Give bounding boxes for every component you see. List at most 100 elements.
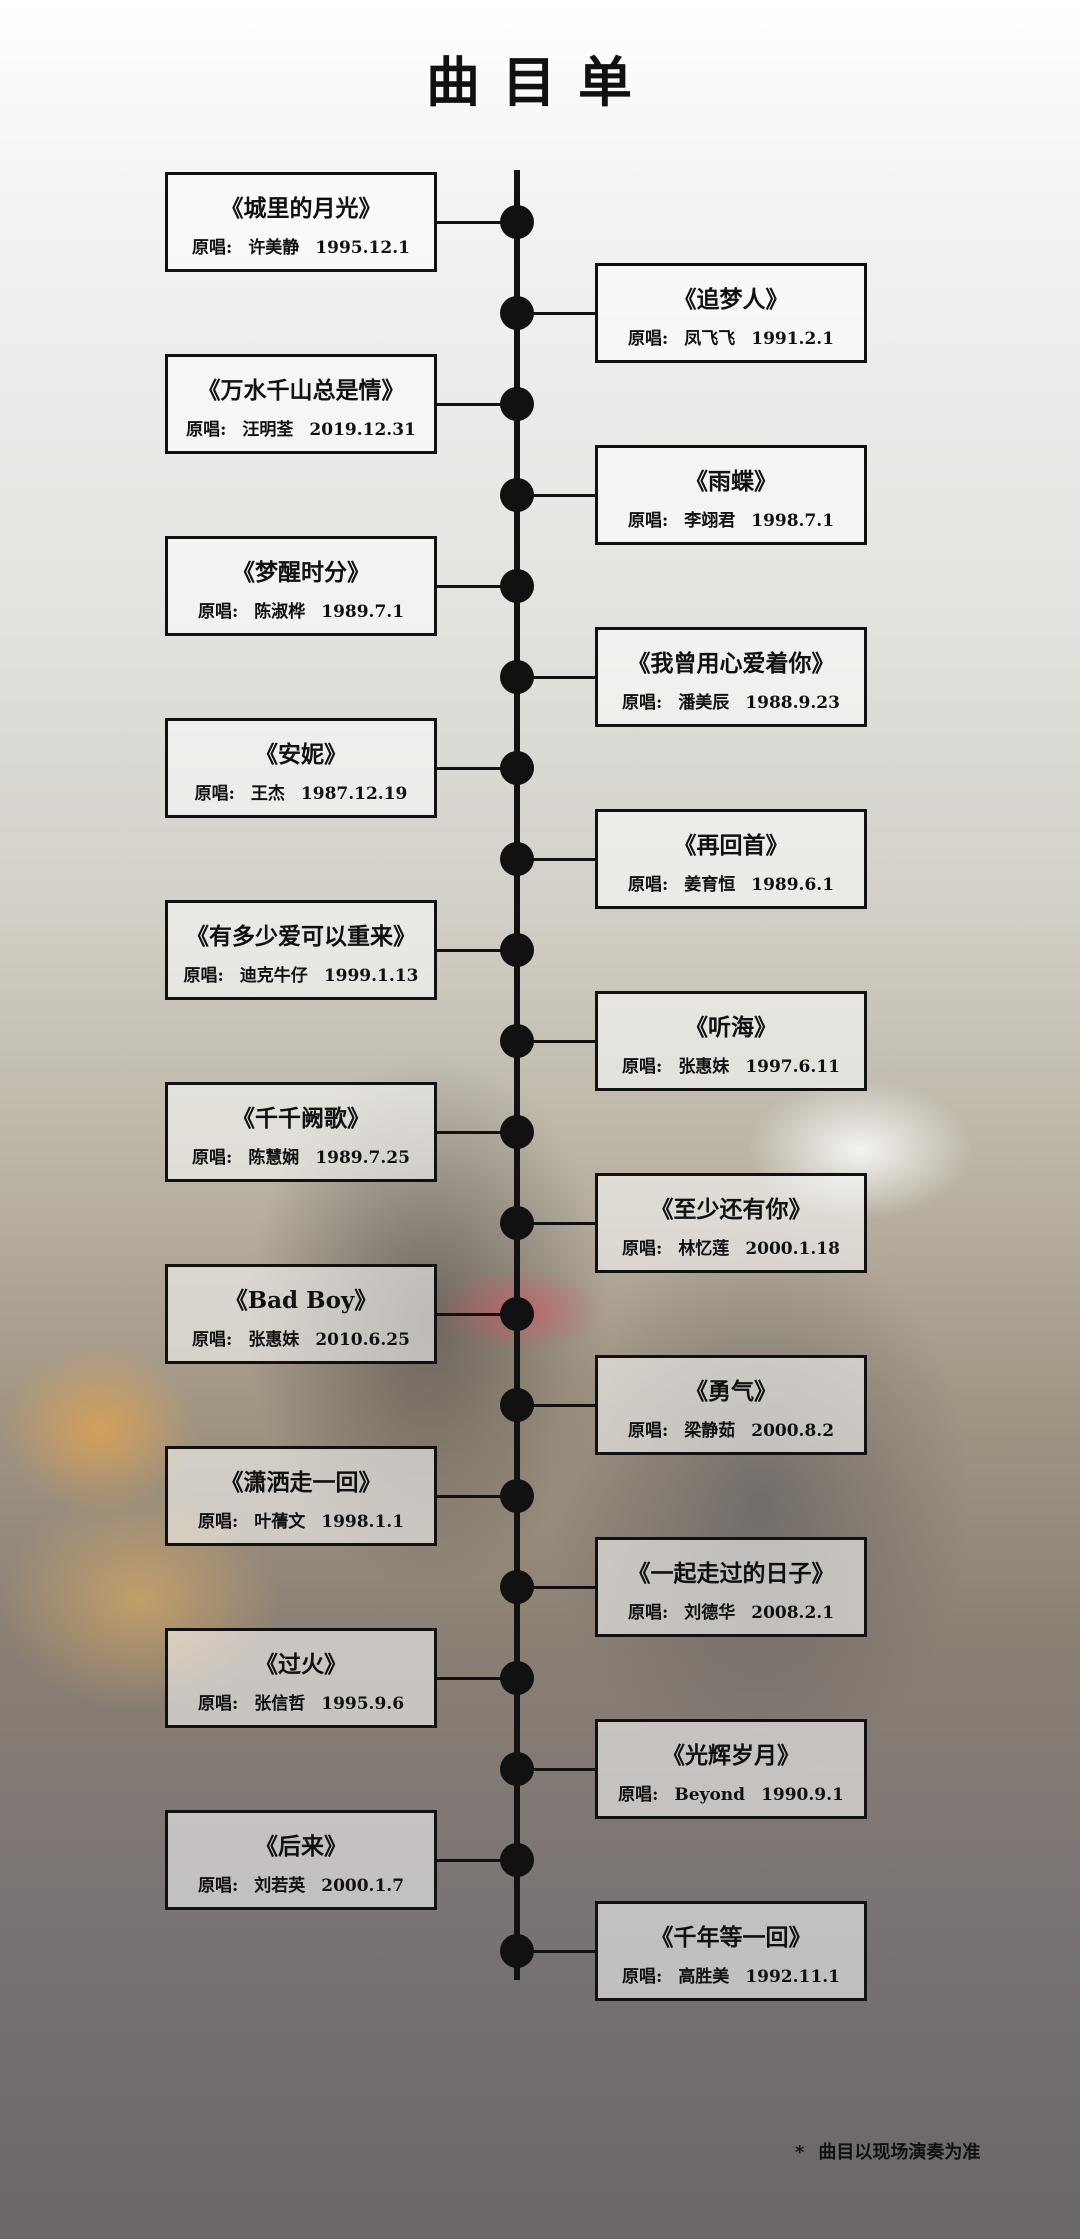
release-date: 1998.1.1: [321, 1512, 405, 1532]
original-singer-label: 原唱:: [627, 875, 669, 895]
footnote-mark: *: [795, 2142, 805, 2163]
song-title: 《潇洒走一回》: [220, 1469, 382, 1496]
footnote: * 曲目以现场演奏为准: [795, 2138, 980, 2164]
release-date: 2008.2.1: [751, 1603, 835, 1623]
original-singer-label: 原唱:: [622, 693, 663, 713]
timeline-connector: [517, 1768, 595, 1771]
original-singer-label: 原唱:: [183, 966, 224, 986]
timeline-connector: [517, 1950, 595, 1953]
song-title: 《再回首》: [673, 832, 789, 859]
song-card: 《追梦人》原唱: 凤飞飞 1991.2.1: [595, 263, 867, 363]
original-singer-label: 原唱:: [192, 1148, 233, 1168]
song-card: 《光辉岁月》原唱: Beyond 1990.9.1: [595, 1719, 867, 1819]
release-date: 2019.12.31: [309, 420, 416, 440]
original-singer: 高胜美: [678, 1967, 730, 1987]
original-singer: 梁静茹: [684, 1421, 736, 1441]
song-title: 《听海》: [685, 1014, 777, 1041]
song-info: 原唱: Beyond 1990.9.1: [598, 1780, 864, 1805]
original-singer: 刘德华: [684, 1603, 736, 1623]
timeline-connector: [517, 858, 595, 861]
timeline-connector: [437, 585, 517, 588]
original-singer-label: 原唱:: [197, 1512, 239, 1532]
original-singer-label: 原唱:: [192, 1330, 233, 1350]
original-singer-label: 原唱:: [618, 1785, 659, 1805]
release-date: 1989.7.25: [315, 1148, 410, 1168]
original-singer: 许美静: [248, 238, 300, 258]
song-title: 《过火》: [255, 1651, 347, 1678]
timeline-spine: [514, 170, 520, 1980]
song-title: 《我曾用心爱着你》: [627, 650, 835, 677]
original-singer: 凤飞飞: [684, 329, 736, 349]
song-info: 原唱: 陈慧娴 1989.7.25: [168, 1143, 434, 1168]
original-singer-label: 原唱:: [622, 1239, 663, 1259]
song-card: 《千千阙歌》原唱: 陈慧娴 1989.7.25: [165, 1082, 437, 1182]
release-date: 1990.9.1: [761, 1785, 844, 1805]
original-singer: 林忆莲: [678, 1239, 730, 1259]
song-title: 《千千阙歌》: [232, 1105, 370, 1132]
song-info: 原唱: 张惠妹 2010.6.25: [168, 1325, 434, 1350]
timeline-connector: [517, 1404, 595, 1407]
original-singer-label: 原唱:: [627, 329, 669, 349]
timeline-connector: [437, 1677, 517, 1680]
original-singer: 汪明荃: [242, 420, 294, 440]
original-singer: 陈慧娴: [248, 1148, 300, 1168]
release-date: 1995.12.1: [315, 238, 410, 258]
release-date: 1995.9.6: [321, 1694, 405, 1714]
timeline-connector: [437, 221, 517, 224]
song-title: 《追梦人》: [673, 286, 789, 313]
song-title: 《万水千山总是情》: [197, 377, 405, 404]
original-singer: 陈淑桦: [254, 602, 306, 622]
release-date: 1989.6.1: [751, 875, 835, 895]
song-title: 《光辉岁月》: [662, 1742, 800, 1769]
song-title: 《一起走过的日子》: [627, 1560, 835, 1587]
timeline-connector: [437, 1313, 517, 1316]
song-title: 《梦醒时分》: [232, 559, 370, 586]
original-singer-label: 原唱:: [197, 1694, 239, 1714]
song-title: 《安妮》: [255, 741, 347, 768]
original-singer: 张惠妹: [248, 1330, 300, 1350]
timeline-connector: [517, 312, 595, 315]
timeline-connector: [437, 1131, 517, 1134]
original-singer-label: 原唱:: [627, 1603, 669, 1623]
release-date: 1991.2.1: [751, 329, 835, 349]
timeline-connector: [437, 1859, 517, 1862]
timeline-connector: [437, 949, 517, 952]
footnote-text: 曲目以现场演奏为准: [818, 2142, 981, 2163]
release-date: 2010.6.25: [315, 1330, 410, 1350]
timeline-connector: [517, 1586, 595, 1589]
timeline-connector: [517, 676, 595, 679]
song-card: 《一起走过的日子》原唱: 刘德华 2008.2.1: [595, 1537, 867, 1637]
timeline-connector: [437, 767, 517, 770]
original-singer: 张惠妹: [678, 1057, 730, 1077]
original-singer: 迪克牛仔: [239, 966, 308, 986]
original-singer: 潘美辰: [678, 693, 730, 713]
original-singer-label: 原唱:: [622, 1967, 663, 1987]
original-singer: Beyond: [674, 1785, 746, 1805]
timeline-connector: [517, 1222, 595, 1225]
